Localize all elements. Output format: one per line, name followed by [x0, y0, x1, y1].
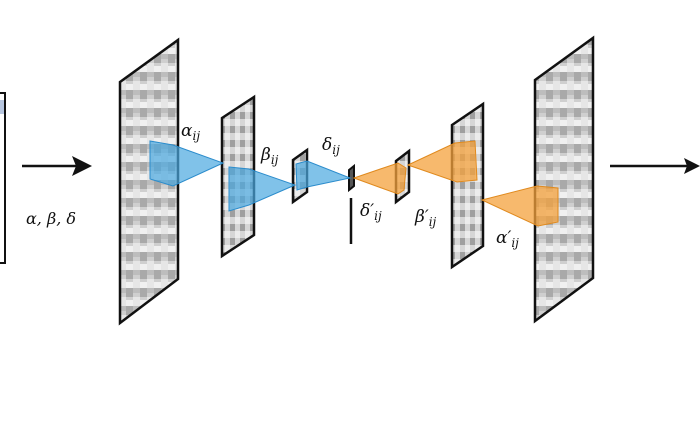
cone-delta	[295, 160, 352, 191]
label-alpha-prime: α′ij	[496, 228, 519, 250]
feature-map-dec-1	[533, 35, 595, 324]
cone-alpha	[149, 140, 225, 187]
encoder-cones	[149, 140, 352, 212]
input-arrow	[22, 156, 92, 176]
cone-delta-prime	[352, 162, 407, 195]
decoder-cones	[352, 140, 559, 227]
cone-beta-prime	[406, 140, 478, 183]
label-delta: δij	[322, 135, 340, 157]
input-image-frame	[0, 92, 6, 264]
feature-map-enc-1	[118, 37, 180, 326]
cone-alpha-prime	[480, 185, 559, 227]
feature-map-bottleneck	[348, 163, 355, 193]
cone-beta	[228, 166, 297, 212]
label-beta: βij	[260, 145, 279, 167]
label-beta-prime: β′ij	[414, 207, 437, 229]
label-delta-prime: δ′ij	[360, 201, 382, 223]
output-arrow	[610, 158, 700, 174]
feature-map-dec-2	[450, 101, 485, 270]
input-params-label: α, β, δ	[26, 209, 76, 228]
label-alpha: αij	[181, 121, 200, 143]
